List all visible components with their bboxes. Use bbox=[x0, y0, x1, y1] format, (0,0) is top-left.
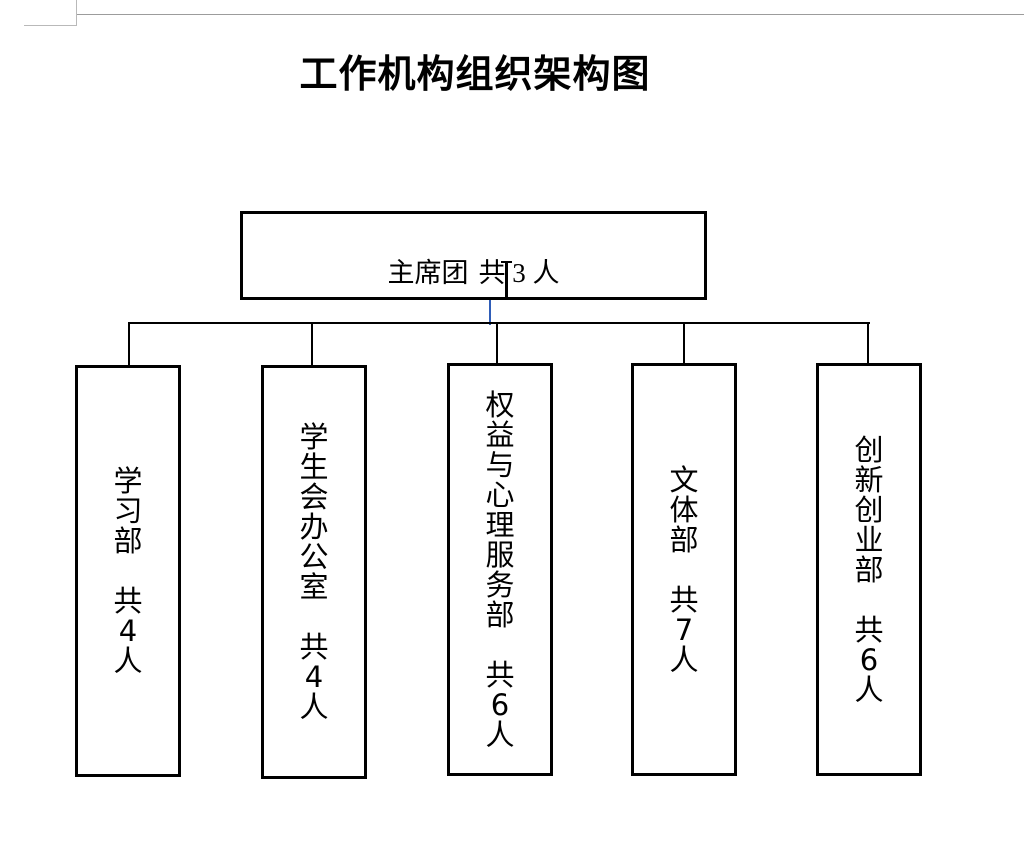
department-box-innovation[interactable]: 创新创业部 共6人 bbox=[816, 363, 922, 776]
root-node-box[interactable]: 主席团共 3 人 bbox=[240, 211, 707, 300]
department-count: 共6人 bbox=[854, 612, 884, 707]
branch-drop-line bbox=[311, 323, 313, 365]
department-name: 创新创业部 bbox=[854, 432, 884, 587]
text-cursor bbox=[501, 261, 512, 299]
page-corner-mark bbox=[24, 25, 77, 26]
department-name: 权益与心理服务部 bbox=[485, 387, 515, 632]
page-title: 工作机构组织架构图 bbox=[299, 52, 651, 96]
department-label: 权益与心理服务部 共6人 bbox=[450, 366, 550, 773]
department-label: 学习部 共4人 bbox=[78, 368, 178, 774]
department-box-study[interactable]: 学习部 共4人 bbox=[75, 365, 181, 777]
page-top-ruler bbox=[76, 14, 1024, 15]
department-label: 学生会办公室 共4人 bbox=[264, 368, 364, 776]
department-count: 共6人 bbox=[485, 657, 515, 752]
department-label: 文体部 共7人 bbox=[634, 366, 734, 773]
page-corner-mark bbox=[76, 0, 77, 26]
root-node-label: 主席团共 3 人 bbox=[243, 256, 704, 291]
department-label: 创新创业部 共6人 bbox=[819, 366, 919, 773]
branch-drop-line bbox=[496, 323, 498, 363]
root-node-count: 共 3 人 bbox=[478, 258, 560, 288]
department-count: 共7人 bbox=[669, 582, 699, 677]
branch-drop-line bbox=[683, 323, 685, 363]
department-count: 共4人 bbox=[299, 630, 329, 724]
department-name: 文体部 bbox=[669, 462, 699, 557]
root-node-name: 主席团 bbox=[387, 258, 469, 289]
department-name: 学生会办公室 bbox=[299, 420, 329, 604]
department-name: 学习部 bbox=[113, 464, 143, 558]
department-box-rights[interactable]: 权益与心理服务部 共6人 bbox=[447, 363, 553, 776]
department-box-culture-sports[interactable]: 文体部 共7人 bbox=[631, 363, 737, 776]
department-count: 共4人 bbox=[113, 584, 143, 678]
department-box-office[interactable]: 学生会办公室 共4人 bbox=[261, 365, 367, 779]
branch-drop-line bbox=[867, 323, 869, 363]
branch-drop-line bbox=[128, 323, 130, 365]
root-connector-line bbox=[489, 300, 491, 325]
branch-bus-line bbox=[128, 322, 870, 324]
